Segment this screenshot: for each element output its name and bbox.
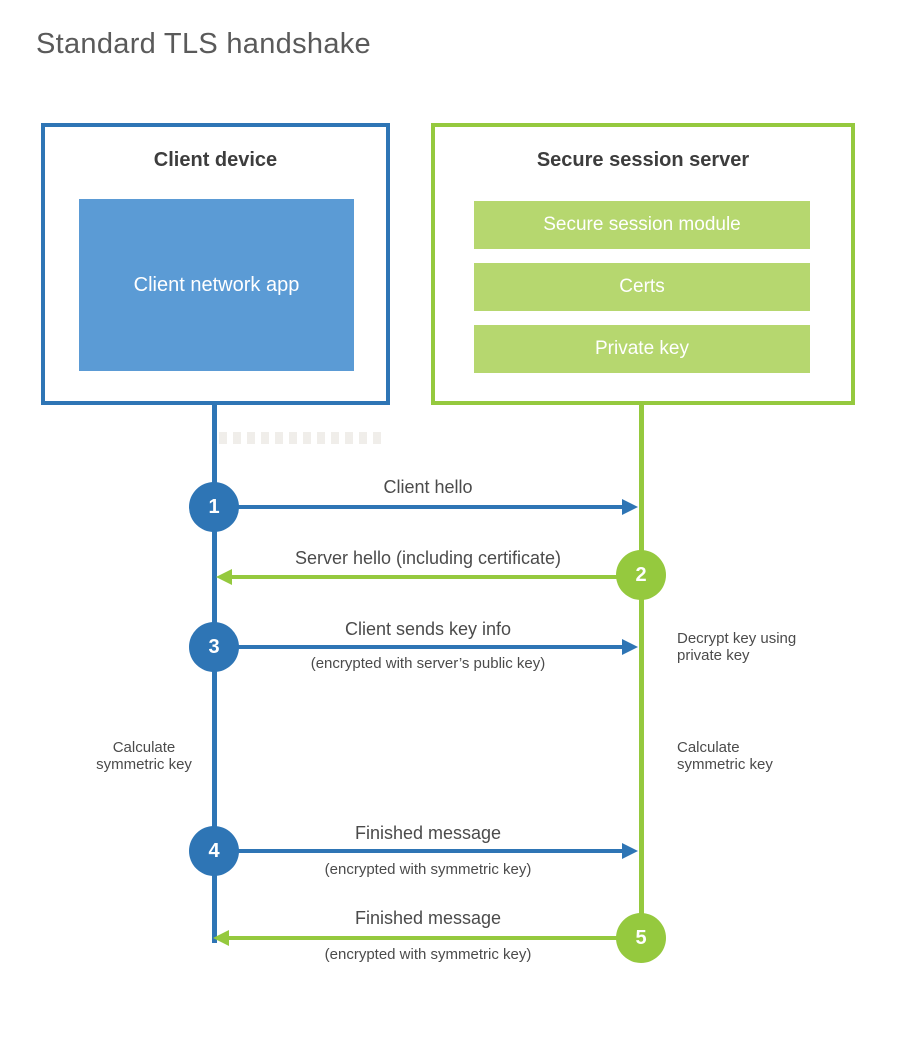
client-box-title: Client device — [153, 149, 278, 171]
arrow-step4-head-icon — [622, 843, 638, 859]
client-lifeline — [212, 405, 217, 943]
message-step5-label: Finished message — [354, 908, 502, 928]
message-step3-label: Client sends key info — [344, 619, 512, 639]
server-lifeline — [639, 405, 644, 940]
arrow-step5-head-icon — [213, 930, 229, 946]
client-network-app-module: Client network app — [79, 199, 354, 371]
client-device-box: Client device Client network app — [41, 123, 390, 405]
arrow-step2-head-icon — [216, 569, 232, 585]
message-step2-label: Server hello (including certificate) — [294, 548, 562, 568]
server-module-secure-session: Secure session module — [474, 201, 810, 249]
message-step5-sublabel: (encrypted with symmetric key) — [324, 946, 532, 963]
arrow-step5-line — [228, 936, 641, 940]
message-step4-label: Finished message — [354, 823, 502, 843]
note-decrypt-key: Decrypt key using private key — [677, 630, 797, 664]
message-step1-label: Client hello — [383, 477, 473, 497]
server-box: Secure session server Secure session mod… — [431, 123, 855, 405]
step-circle-5: 5 — [616, 913, 666, 963]
server-module-private-key: Private key — [474, 325, 810, 373]
faint-dash-artifact — [219, 432, 387, 444]
arrow-step3-head-icon — [622, 639, 638, 655]
step-circle-3: 3 — [189, 622, 239, 672]
arrow-step4-line — [214, 849, 626, 853]
arrow-step2-line — [230, 575, 641, 579]
note-calculate-key-client: Calculate symmetric key — [96, 739, 192, 773]
server-module-certs: Certs — [474, 263, 810, 311]
arrow-step3-line — [214, 645, 626, 649]
note-calculate-key-server: Calculate symmetric key — [677, 739, 773, 773]
arrow-step1-head-icon — [622, 499, 638, 515]
diagram-title: Standard TLS handshake — [36, 28, 371, 60]
server-box-title: Secure session server — [536, 149, 750, 171]
step-circle-4: 4 — [189, 826, 239, 876]
step-circle-2: 2 — [616, 550, 666, 600]
step-circle-1: 1 — [189, 482, 239, 532]
message-step3-sublabel: (encrypted with server’s public key) — [310, 655, 546, 672]
arrow-step1-line — [214, 505, 626, 509]
message-step4-sublabel: (encrypted with symmetric key) — [324, 861, 532, 878]
